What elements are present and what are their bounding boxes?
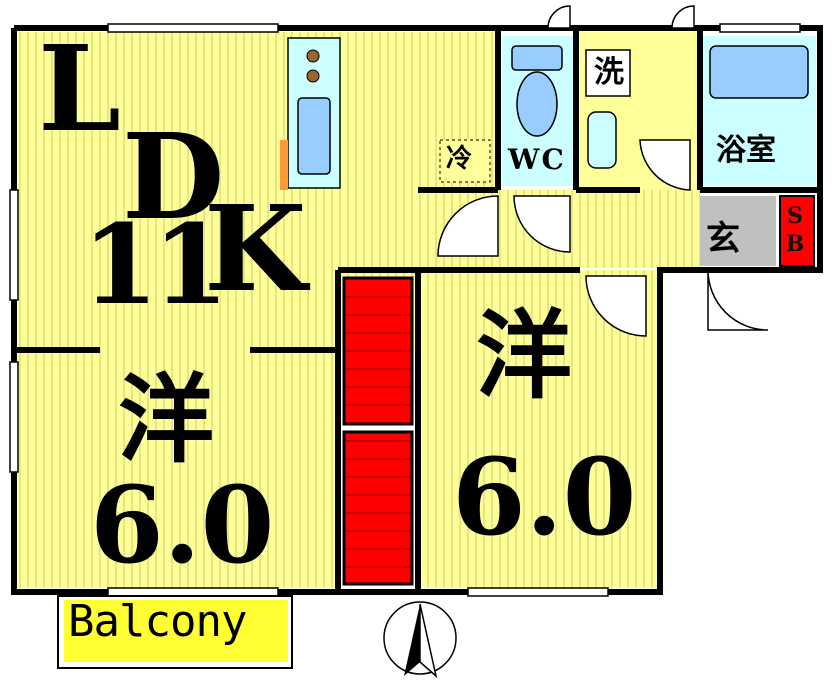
shoe-box-label-s: S bbox=[787, 203, 803, 229]
washer-label: 洗 bbox=[594, 55, 624, 90]
closet-upper bbox=[342, 276, 414, 426]
ldk-label-l: L bbox=[38, 19, 121, 158]
walls bbox=[11, 25, 823, 595]
windows bbox=[9, 23, 801, 597]
western-room-west-label: 洋 bbox=[118, 363, 214, 476]
shoe-box bbox=[779, 195, 815, 267]
bathtub-icon bbox=[709, 45, 809, 99]
ldk-size: 11 bbox=[82, 200, 229, 329]
balcony-label: Balcony bbox=[68, 596, 247, 647]
stove-icon bbox=[306, 49, 320, 63]
sink-icon bbox=[297, 97, 331, 175]
closet-lower bbox=[342, 430, 414, 586]
western-room-west-size: 6.0 bbox=[90, 462, 275, 587]
stove-icon bbox=[306, 69, 320, 83]
bathroom-label: 浴室 bbox=[716, 133, 776, 168]
fridge-label: 冷 bbox=[446, 144, 473, 174]
washer-box bbox=[585, 49, 631, 97]
shoe-box-label-b: B bbox=[785, 230, 805, 257]
ldk-label-k: K bbox=[204, 179, 307, 318]
sink-icon bbox=[587, 111, 617, 169]
ldk-label-d: D bbox=[122, 107, 225, 246]
entrance-label: 玄 bbox=[706, 219, 740, 259]
western-room-west-floor bbox=[18, 350, 340, 588]
kitchen-counter bbox=[280, 37, 341, 190]
western-room-east-label: 洋 bbox=[476, 299, 572, 412]
north-arrow-icon bbox=[383, 601, 457, 679]
fridge-space bbox=[439, 139, 491, 183]
shoe-box-label: S B bbox=[785, 203, 805, 258]
wc-label: WC bbox=[508, 143, 566, 176]
door-swings bbox=[437, 5, 769, 337]
western-room-east-size: 6.0 bbox=[452, 434, 637, 559]
toilet-icon bbox=[511, 45, 563, 137]
balcony-label-bg bbox=[64, 600, 288, 662]
entrance-floor bbox=[700, 196, 776, 266]
